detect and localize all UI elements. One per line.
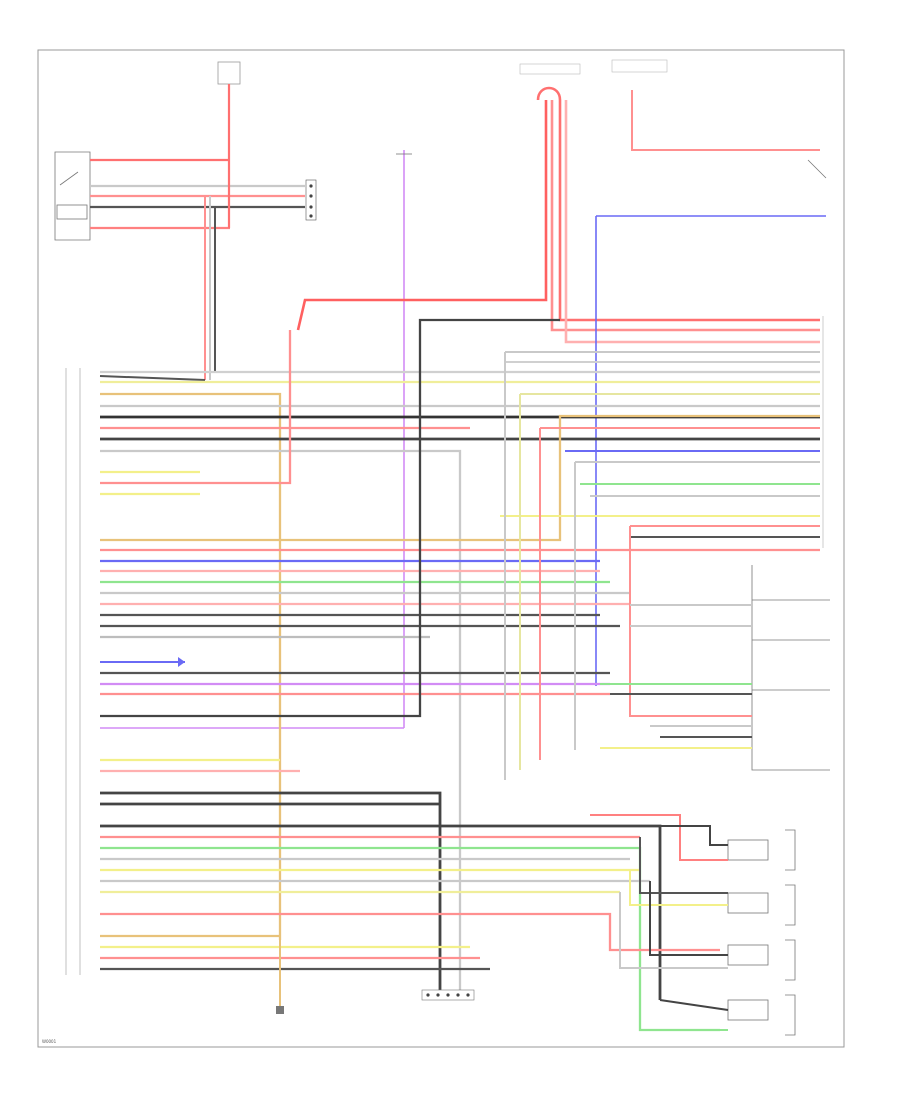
twisted-harness <box>99 196 216 381</box>
main-feed-bundle <box>296 86 820 344</box>
blue-arrow <box>178 657 185 667</box>
switch-box <box>54 151 91 241</box>
switch-box-wires <box>90 158 305 230</box>
bottom-ground-connector <box>421 989 475 1001</box>
wheel-sensor-connectors <box>727 829 796 1036</box>
connector-ground-block <box>305 179 317 221</box>
wheel-sensor-wires <box>590 814 729 1031</box>
sensor-module-wires <box>600 604 752 749</box>
left-connector-column <box>65 368 81 975</box>
right-connector-column <box>500 351 820 780</box>
top-fuse <box>217 61 241 228</box>
main-bus <box>100 318 820 1032</box>
diagram-frame <box>37 49 845 1048</box>
footer-code: W0001 <box>42 1039 57 1044</box>
bottom-left-sensor-lead <box>276 940 284 1014</box>
sensor-module-box <box>751 565 830 771</box>
